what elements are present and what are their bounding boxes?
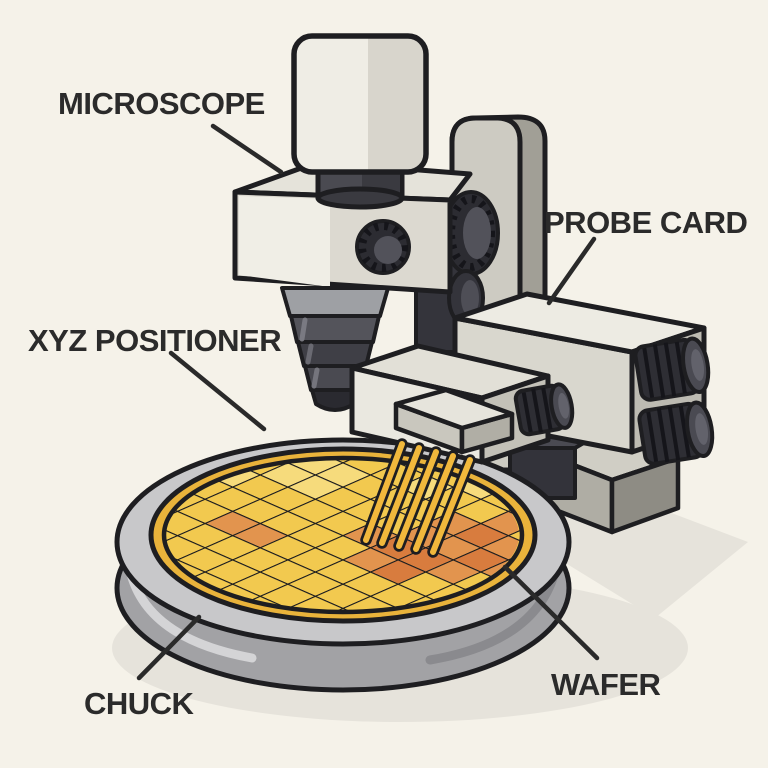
coarse-focus-knob <box>442 190 500 276</box>
probe-card-knob-bottom <box>637 400 715 466</box>
microscope-body-highlight <box>239 196 330 287</box>
probe-card-leader-line <box>546 236 597 306</box>
positioner-knob <box>513 382 575 437</box>
probe-card-knob-top <box>633 336 711 402</box>
chuck-leader-line <box>136 614 202 681</box>
body-focus-knob <box>355 219 411 275</box>
xyz-positioner-leader-line <box>168 350 267 432</box>
probe-card-label: PROBE CARD <box>544 205 748 240</box>
microscope-leader-line <box>210 123 284 175</box>
wafer-grid-outline <box>161 455 525 615</box>
xyz-positioner-label: XYZ POSITIONER <box>28 323 281 358</box>
chuck-label: CHUCK <box>84 686 195 721</box>
microscope-label: MICROSCOPE <box>58 86 265 121</box>
probe-needles <box>360 438 476 558</box>
microscope-illustration <box>232 33 473 412</box>
probe-arm-block <box>393 387 515 455</box>
wafer-leader-line <box>502 564 600 661</box>
leader-lines <box>136 123 600 681</box>
wafer-label: WAFER <box>551 667 661 702</box>
probe-card-assembly <box>349 291 715 558</box>
camera-box <box>291 33 429 175</box>
